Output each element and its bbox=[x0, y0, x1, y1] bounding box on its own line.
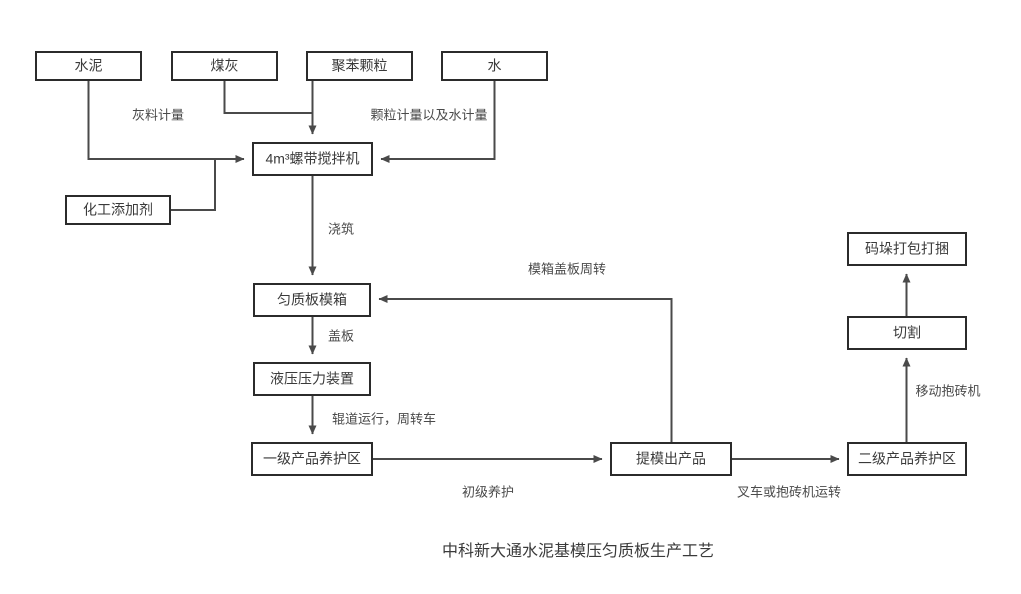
node-fly-ash[interactable]: 煤灰 bbox=[171, 51, 278, 81]
nodes-layer: 水泥 煤灰 聚苯颗粒 水 化工添加剂 4m³螺带搅拌机 bbox=[35, 51, 967, 476]
node-curing-2-label: 二级产品养护区 bbox=[858, 451, 956, 467]
node-cement[interactable]: 水泥 bbox=[35, 51, 142, 81]
node-fly-ash-label: 煤灰 bbox=[211, 58, 239, 74]
node-mixer[interactable]: 4m³螺带搅拌机 bbox=[252, 142, 373, 176]
node-curing-1-label: 一级产品养护区 bbox=[263, 451, 361, 467]
edge-label-forklift-transfer: 叉车或抱砖机运转 bbox=[737, 484, 841, 499]
edge-label-pouring: 浇筑 bbox=[328, 221, 354, 236]
diagram-title: 中科新大通水泥基模压匀质板生产工艺 bbox=[442, 542, 714, 560]
edge-label-roller-transfer: 辊道运行，周转车 bbox=[332, 411, 436, 426]
edge-flyash-to-mixer bbox=[223, 80, 312, 114]
node-stacking-label: 码垛打包打捆 bbox=[865, 241, 949, 257]
node-cutting-label: 切割 bbox=[893, 325, 921, 341]
edge-label-particle-metering: 颗粒计量以及水计量 bbox=[370, 107, 487, 122]
edge-label-mold-cover-cycle: 模箱盖板周转 bbox=[528, 261, 606, 276]
node-eps-particle[interactable]: 聚苯颗粒 bbox=[306, 51, 413, 81]
node-water-rect[interactable] bbox=[441, 51, 548, 81]
edge-demold-to-moldbox-return bbox=[378, 295, 673, 443]
node-stacking-rect[interactable] bbox=[847, 232, 967, 266]
node-mold-box-rect[interactable] bbox=[253, 283, 371, 317]
node-hydraulic-label: 液压压力装置 bbox=[270, 371, 354, 387]
node-hydraulic[interactable]: 液压压力装置 bbox=[253, 362, 371, 396]
node-cement-rect[interactable] bbox=[35, 51, 142, 81]
edge-label-brick-machine: 移动抱砖机 bbox=[915, 383, 980, 398]
node-mold-box[interactable]: 匀质板模箱 bbox=[253, 283, 371, 317]
node-mixer-rect[interactable] bbox=[252, 142, 373, 176]
node-curing-2-rect[interactable] bbox=[847, 442, 967, 476]
edge-labels-layer: 灰料计量 颗粒计量以及水计量 浇筑 盖板 辊道运行，周转车 模箱盖板周转 初级养… bbox=[132, 107, 981, 499]
node-curing-1-rect[interactable] bbox=[251, 442, 373, 476]
node-cutting[interactable]: 切割 bbox=[847, 316, 967, 350]
node-eps-particle-label: 聚苯颗粒 bbox=[332, 58, 388, 74]
node-additive-label: 化工添加剂 bbox=[83, 202, 153, 218]
node-cement-label: 水泥 bbox=[75, 58, 103, 74]
edges-layer bbox=[87, 80, 911, 463]
edge-label-cover-plate: 盖板 bbox=[328, 328, 354, 343]
node-demold-label: 提模出产品 bbox=[636, 451, 706, 467]
node-water-label: 水 bbox=[488, 58, 502, 74]
edge-label-primary-curing: 初级养护 bbox=[462, 484, 514, 499]
node-additive[interactable]: 化工添加剂 bbox=[65, 195, 171, 225]
node-fly-ash-rect[interactable] bbox=[171, 51, 278, 81]
node-mold-box-label: 匀质板模箱 bbox=[277, 292, 347, 308]
node-additive-rect[interactable] bbox=[65, 195, 171, 225]
node-stacking[interactable]: 码垛打包打捆 bbox=[847, 232, 967, 266]
edge-cement-to-mixer bbox=[87, 80, 245, 163]
node-demold[interactable]: 提模出产品 bbox=[610, 442, 732, 476]
edge-label-ash-metering: 灰料计量 bbox=[132, 107, 184, 122]
node-cutting-rect[interactable] bbox=[847, 316, 967, 350]
node-curing-2[interactable]: 二级产品养护区 bbox=[847, 442, 967, 476]
node-water[interactable]: 水 bbox=[441, 51, 548, 81]
node-mixer-label: 4m³螺带搅拌机 bbox=[265, 151, 359, 167]
node-hydraulic-rect[interactable] bbox=[253, 362, 371, 396]
edge-water-to-mixer bbox=[380, 80, 496, 163]
node-curing-1[interactable]: 一级产品养护区 bbox=[251, 442, 373, 476]
node-demold-rect[interactable] bbox=[610, 442, 732, 476]
node-eps-particle-rect[interactable] bbox=[306, 51, 413, 81]
edge-additive-to-mixer bbox=[170, 159, 216, 211]
